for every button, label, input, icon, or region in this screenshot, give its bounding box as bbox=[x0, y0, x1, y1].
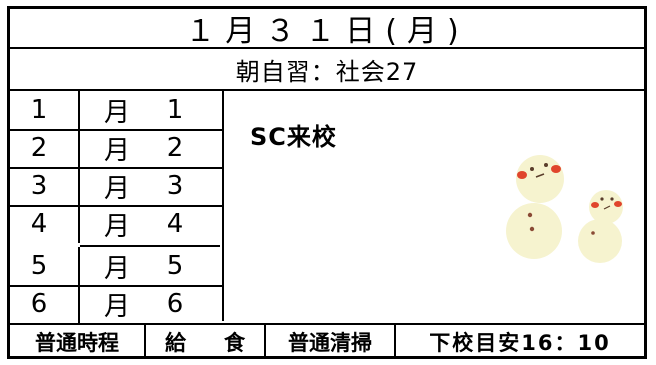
snowman-eye bbox=[610, 197, 614, 201]
period-day: 月 bbox=[103, 135, 130, 166]
period-day: 月 bbox=[103, 291, 130, 322]
column-divider bbox=[78, 205, 80, 243]
column-divider bbox=[78, 129, 80, 167]
period-day: 月 bbox=[103, 173, 130, 204]
snowman-eye bbox=[530, 167, 534, 171]
snowman-button bbox=[591, 231, 595, 235]
period-count: 4 bbox=[166, 209, 184, 239]
snowman-illustration bbox=[502, 149, 632, 283]
snowman-head bbox=[516, 155, 564, 203]
period-row: 3 月 3 bbox=[10, 167, 222, 207]
snowman-mouth bbox=[603, 205, 611, 210]
period-number: 3 bbox=[30, 171, 48, 201]
snowman-eye bbox=[544, 163, 548, 167]
snowman-cheek bbox=[614, 201, 622, 207]
snowman-cheek bbox=[591, 202, 599, 208]
date-heading: １月３１日(月) bbox=[10, 9, 644, 49]
period-row: 1 月 1 bbox=[10, 91, 222, 131]
period-count: 6 bbox=[166, 289, 184, 319]
period-list: 1 月 1 2 月 2 3 月 3 4 月 4 5 月 5 bbox=[10, 91, 224, 323]
snowman-mouth bbox=[535, 173, 545, 178]
period-number: 1 bbox=[30, 95, 48, 125]
period-day: 月 bbox=[103, 211, 130, 242]
small-snowman-head bbox=[589, 190, 623, 224]
cleaning-type: 普通清掃 bbox=[266, 325, 396, 358]
snowman-body bbox=[506, 203, 562, 259]
event-note: SC来校 bbox=[250, 123, 337, 151]
lunch-break-line bbox=[80, 245, 220, 247]
column-divider bbox=[78, 167, 80, 205]
column-divider bbox=[78, 91, 80, 129]
period-row: 5 月 5 bbox=[10, 247, 222, 287]
morning-self-study: 朝自習：社会27 bbox=[10, 49, 644, 91]
daily-schedule-board: １月３１日(月) 朝自習：社会27 1 月 1 2 月 2 3 月 3 4 月 … bbox=[7, 6, 647, 359]
period-row: 6 月 6 bbox=[10, 285, 222, 323]
period-number: 4 bbox=[30, 209, 48, 239]
footer-bar: 普通時程 給 食 普通清掃 下校目安16：10 bbox=[10, 323, 644, 358]
column-divider bbox=[78, 247, 80, 285]
snowman-cheek bbox=[517, 171, 527, 179]
small-snowman-body bbox=[578, 219, 622, 263]
period-count: 3 bbox=[166, 171, 184, 201]
snowman-cheek bbox=[551, 165, 561, 173]
period-number: 5 bbox=[30, 251, 48, 281]
snowman-button bbox=[529, 226, 535, 232]
snowman-eye bbox=[600, 197, 604, 201]
period-row: 4 月 4 bbox=[10, 205, 222, 243]
period-count: 2 bbox=[166, 133, 184, 163]
snowman-button bbox=[527, 212, 533, 218]
period-count: 1 bbox=[166, 95, 184, 125]
schedule-type: 普通時程 bbox=[10, 325, 146, 358]
period-number: 2 bbox=[30, 133, 48, 163]
lunch-label-b: 食 bbox=[224, 330, 245, 355]
period-row: 2 月 2 bbox=[10, 129, 222, 169]
period-count: 5 bbox=[166, 251, 184, 281]
period-day: 月 bbox=[103, 97, 130, 128]
period-number: 6 bbox=[30, 289, 48, 319]
dismissal-time: 下校目安16：10 bbox=[429, 330, 611, 355]
lunch-cell: 給 食 bbox=[146, 325, 266, 358]
period-day: 月 bbox=[103, 253, 130, 284]
column-divider bbox=[78, 285, 80, 323]
lunch-label-a: 給 bbox=[165, 330, 186, 355]
